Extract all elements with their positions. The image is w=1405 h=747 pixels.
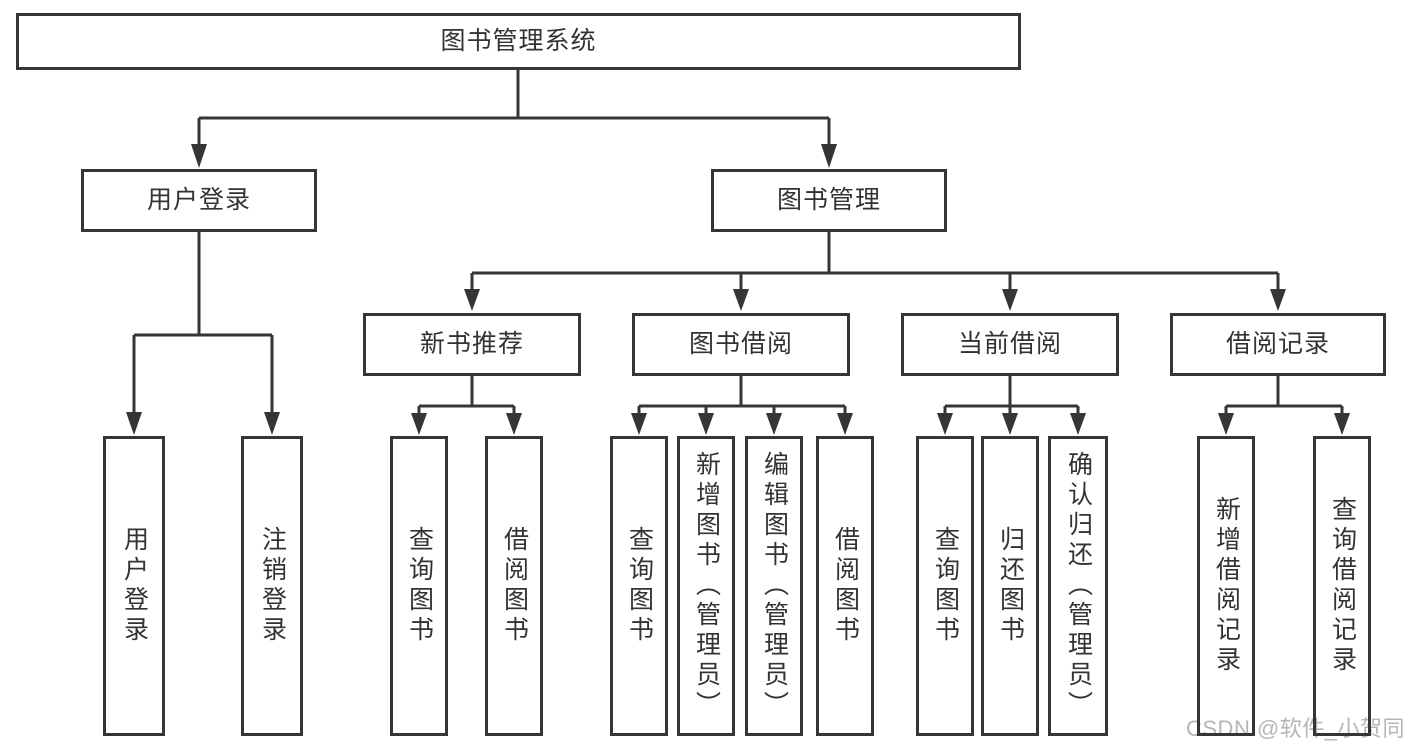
leaf-query-books-1: 查询图书 <box>390 436 448 736</box>
node-book-management: 图书管理 <box>711 169 947 232</box>
arrowheads <box>126 144 1350 435</box>
node-new-book-recommend: 新书推荐 <box>363 313 581 376</box>
leaf-borrow-books-2: 借阅图书 <box>816 436 874 736</box>
leaf-confirm-return-admin: 确认归还（管理员） <box>1048 436 1108 736</box>
leaf-add-borrow-record: 新增借阅记录 <box>1197 436 1255 736</box>
leaf-return-books: 归还图书 <box>981 436 1039 736</box>
leaf-add-books-admin: 新增图书（管理员） <box>677 436 735 736</box>
watermark: CSDN @软件_小贺同学 <box>1186 716 1405 741</box>
leaf-edit-books-admin: 编辑图书（管理员） <box>745 436 803 736</box>
node-borrow-records: 借阅记录 <box>1170 313 1386 376</box>
node-root: 图书管理系统 <box>16 13 1021 70</box>
leaf-query-books-3: 查询图书 <box>916 436 974 736</box>
leaf-query-books-2: 查询图书 <box>610 436 668 736</box>
node-user-login: 用户登录 <box>81 169 317 232</box>
leaf-logout: 注销登录 <box>241 436 303 736</box>
leaf-borrow-books-1: 借阅图书 <box>485 436 543 736</box>
node-current-borrow: 当前借阅 <box>901 313 1119 376</box>
leaf-user-login: 用户登录 <box>103 436 165 736</box>
leaf-query-borrow-record: 查询借阅记录 <box>1313 436 1371 736</box>
node-book-borrow: 图书借阅 <box>632 313 850 376</box>
